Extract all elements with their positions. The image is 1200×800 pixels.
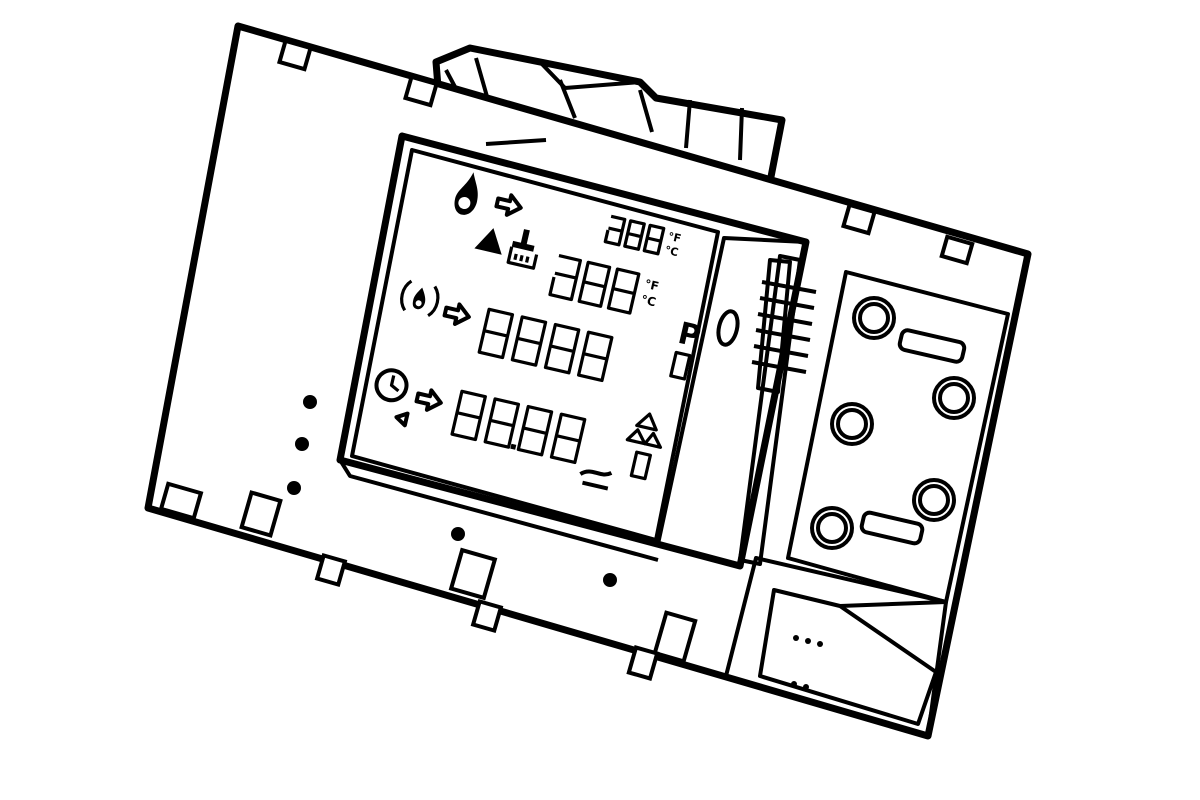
unit-c-small: °C	[664, 243, 680, 259]
unit-c-large: °C	[640, 292, 658, 309]
recycle-digit	[629, 450, 652, 481]
mode-digit	[669, 350, 692, 381]
flame-icon	[454, 172, 478, 215]
board-bottom-tabs	[158, 481, 698, 682]
button-bottom-left[interactable]	[810, 506, 854, 550]
radiator-icon	[579, 469, 613, 491]
button-top-right[interactable]	[932, 376, 976, 420]
bottom-digits	[450, 389, 587, 465]
pressure-icon	[400, 279, 440, 318]
lcd-contents: °F °C °F °C P	[374, 172, 704, 491]
large-temp-digits	[548, 254, 641, 315]
small-arrow-icon	[394, 411, 410, 428]
bottom-right-connector	[724, 556, 948, 738]
middle-digits	[477, 307, 614, 383]
button-top-left[interactable]	[852, 296, 896, 340]
warning-triangle-icon	[474, 228, 502, 255]
unit-f-small: °F	[667, 230, 683, 246]
slot-top	[897, 328, 967, 364]
small-temp-digits	[603, 214, 666, 256]
tap-icon	[506, 229, 539, 270]
unit-f-large: °F	[643, 277, 660, 294]
arrow-icon-3	[414, 388, 443, 412]
mounting-dots	[287, 395, 617, 587]
button-middle-left[interactable]	[830, 402, 874, 446]
ribbon-connector	[716, 254, 817, 566]
button-bottom-right[interactable]	[912, 478, 956, 522]
slot-bottom	[859, 510, 925, 546]
button-panel	[786, 270, 1010, 604]
clock-icon	[374, 368, 409, 403]
board-top-tabs	[276, 38, 975, 266]
recycle-icon	[625, 412, 663, 449]
arrow-icon	[494, 193, 523, 217]
arrow-icon-2	[442, 302, 471, 326]
